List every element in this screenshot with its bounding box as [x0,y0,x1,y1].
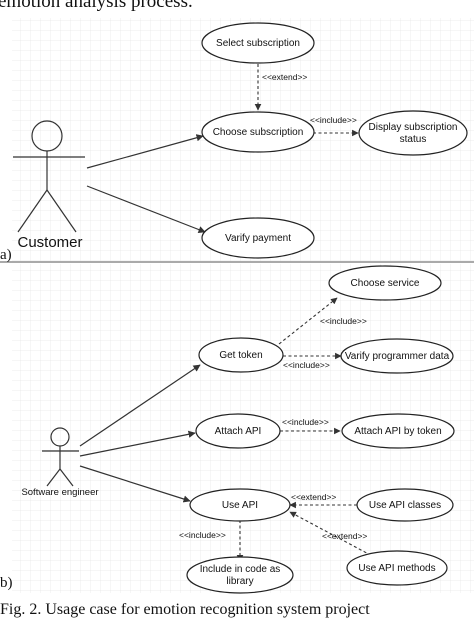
include-line-choose [278,297,338,345]
usecase-attach-api-label: Attach API [215,426,262,437]
actor-customer-label: Customer [17,234,82,251]
usecase-use-api-label: Use API [222,500,258,511]
panel-a-label: a) [0,247,12,263]
usecase-display-subscription-line1: Display subscription [369,122,458,133]
include-label-attach: <<include>> [282,417,329,427]
usecase-choose-service-label: Choose service [351,278,420,289]
usecase-choose-service [328,265,442,301]
top-text-fragment: emotion analysis process. [0,0,193,12]
usecase-select-subscription [201,22,315,64]
assoc-customer-payment [86,185,206,234]
assoc-engineer-use-api [79,465,191,503]
extend-label-methods: <<extend>> [322,531,367,541]
usecase-attach-api-by-token-label: Attach API by token [354,426,441,437]
assoc-engineer-get-token [79,364,201,447]
include-label-choose: <<include>> [320,316,367,326]
usecase-select-subscription-label: Select subscription [216,38,300,49]
actor-right-leg [46,189,77,233]
panel-b-label: b) [0,575,13,591]
software-engineer-actor [42,427,79,487]
usecase-include-in-code-line1: Include in code as [200,564,281,575]
assoc-engineer-attach-api [79,430,196,457]
usecase-choose-subscription [201,111,315,153]
usecase-include-in-code-line2: library [226,576,253,587]
actor-software-engineer-label: Software engineer [21,487,98,498]
usecase-use-api-classes [356,488,454,522]
extend-label-a: <<extend>> [262,72,307,82]
usecase-attach-api [195,413,281,449]
figure-caption: Fig. 2. Usage case for emotion recogniti… [0,601,370,618]
usecase-get-token-label: Get token [219,350,262,361]
usecase-include-in-code [186,556,294,594]
actor-left-leg [17,189,48,233]
usecase-choose-subscription-label: Choose subscription [213,127,304,138]
usecase-display-subscription-status [358,110,468,156]
usecase-varify-payment-label: Varify payment [225,233,291,244]
actor-right-leg-b [59,468,74,487]
usecase-varify-programmer-data [340,338,454,374]
include-label-library: <<include>> [179,530,226,540]
usecase-varify-programmer-data-label: Varify programmer data [345,351,450,362]
usecase-varify-payment [201,217,315,259]
assoc-customer-choose [86,134,204,169]
usecase-use-api-methods [346,550,448,586]
customer-actor [13,120,85,233]
usecase-use-api [189,488,291,522]
include-label-a: <<include>> [310,115,357,125]
usecase-use-api-methods-label: Use API methods [358,563,435,574]
usecase-display-subscription-line2: status [400,134,427,145]
usecase-attach-api-by-token [341,413,455,449]
actor-left-leg-b [46,468,61,487]
extend-label-classes: <<extend>> [291,492,336,502]
usecase-use-api-classes-label: Use API classes [369,500,441,511]
include-label-varify: <<include>> [283,360,330,370]
usecase-get-token [198,337,284,373]
